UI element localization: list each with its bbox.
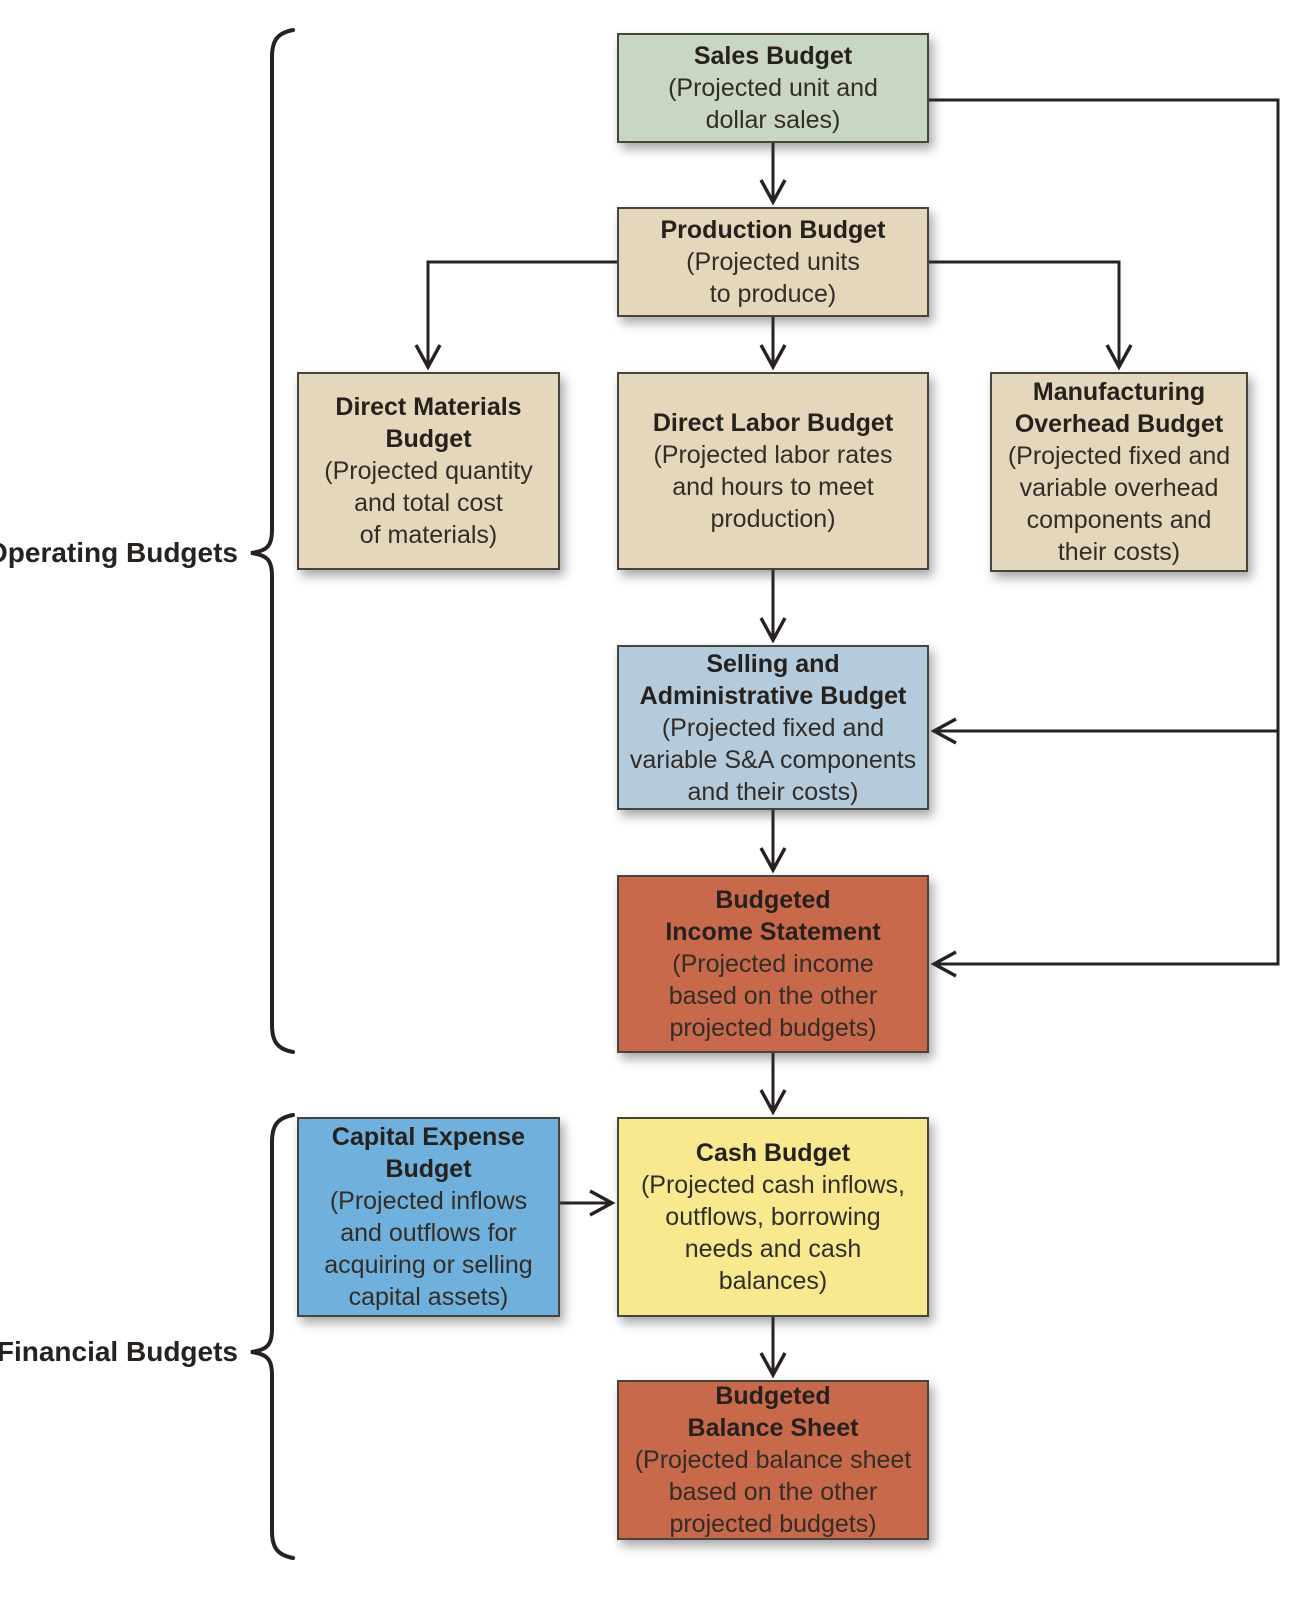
box-desc: (Projected units to produce)	[686, 248, 860, 308]
box-desc: (Projected unit and dollar sales)	[668, 74, 878, 134]
box-title: Selling and Administrative Budget	[639, 649, 907, 710]
manufacturing-overhead-budget-box: Manufacturing Overhead Budget (Projected…	[990, 372, 1248, 572]
sales-budget-box: Sales Budget (Projected unit and dollar …	[617, 33, 929, 143]
budgeted-balance-sheet-box: Budgeted Balance Sheet (Projected balanc…	[617, 1380, 929, 1540]
direct-labor-budget-box: Direct Labor Budget (Projected labor rat…	[617, 372, 929, 570]
selling-admin-budget-box: Selling and Administrative Budget (Proje…	[617, 645, 929, 810]
financial-budgets-label: Financial Budgets	[0, 1336, 238, 1367]
box-desc: (Projected labor rates and hours to meet…	[653, 441, 893, 533]
operating-budgets-brace	[250, 28, 295, 1054]
box-title: Direct Labor Budget	[652, 409, 894, 437]
box-desc: (Projected inflows and outflows for acqu…	[324, 1187, 533, 1311]
box-title: Capital Expense Budget	[331, 1123, 526, 1183]
arrow-production-to-direct-materials	[414, 260, 617, 371]
box-desc: (Projected fixed and variable S&A compon…	[629, 713, 917, 806]
box-title: Budgeted Income Statement	[665, 886, 881, 946]
box-title: Manufacturing Overhead Budget	[1014, 378, 1224, 438]
box-title: Sales Budget	[693, 42, 853, 70]
production-budget-box: Production Budget (Projected units to pr…	[617, 207, 929, 317]
box-title: Production Budget	[660, 216, 886, 244]
cash-budget-box: Cash Budget (Projected cash inflows, out…	[617, 1117, 929, 1317]
box-desc: (Projected fixed and variable overhead c…	[1007, 442, 1231, 566]
direct-materials-budget-box: Direct Materials Budget (Projected quant…	[297, 372, 560, 570]
box-desc: (Projected balance sheet based on the ot…	[634, 1446, 912, 1538]
box-desc: (Projected quantity and total cost of ma…	[324, 457, 533, 549]
arrow-production-to-manufacturing-overhead	[929, 260, 1133, 371]
budgeted-income-statement-box: Budgeted Income Statement (Projected inc…	[617, 875, 929, 1053]
box-desc: (Projected income based on the other pro…	[668, 950, 878, 1042]
box-title: Budgeted Balance Sheet	[687, 1382, 859, 1442]
box-title: Direct Materials Budget	[335, 393, 522, 453]
capital-expense-budget-box: Capital Expense Budget (Projected inflow…	[297, 1117, 560, 1317]
box-desc: (Projected cash inflows, outflows, borro…	[640, 1171, 905, 1295]
box-title: Cash Budget	[695, 1139, 851, 1167]
financial-budgets-brace	[250, 1113, 295, 1560]
operating-budgets-label: Operating Budgets	[0, 537, 238, 568]
